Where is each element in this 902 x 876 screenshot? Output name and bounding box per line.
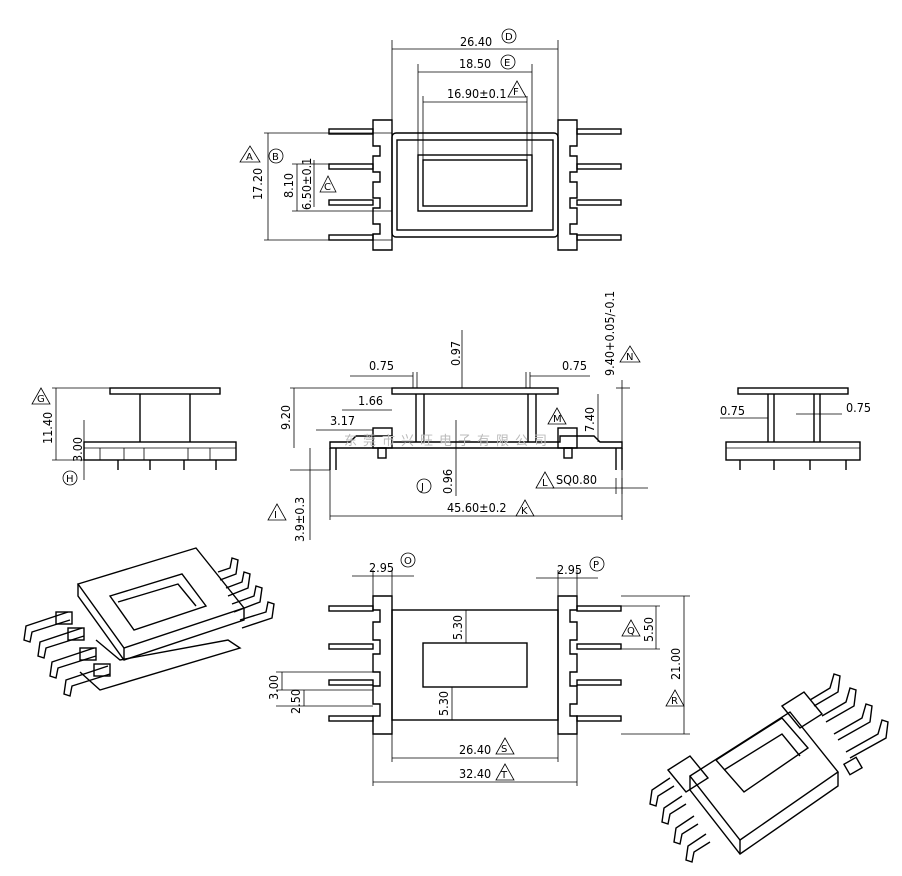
- marker-j-icon: J: [416, 478, 432, 494]
- dim-2-95-right: 2.95: [557, 562, 582, 577]
- dim-45-60: 45.60±0.2: [447, 500, 507, 515]
- marker-c-icon: C: [319, 175, 337, 193]
- front-view: 0.75 0.97 0.75 9.40+0.05/-0.1 9.20 1.66 …: [267, 291, 648, 542]
- dim-3-17: 3.17: [330, 413, 355, 428]
- dim-0-75-side-left: 0.75: [720, 403, 745, 418]
- dim-5-30-bottom: 5.30: [436, 691, 451, 716]
- side-view-right: 0.75 0.75: [720, 387, 871, 470]
- svg-text:M: M: [553, 414, 562, 425]
- dim-2-95-left: 2.95: [369, 560, 394, 575]
- marker-r-icon: R: [665, 689, 685, 707]
- marker-s-icon: S: [495, 737, 515, 755]
- marker-l-icon: L: [535, 471, 555, 489]
- dim-0-97: 0.97: [448, 341, 463, 366]
- svg-text:N: N: [626, 352, 633, 363]
- dim-26-40-bottom: 26.40: [459, 742, 491, 757]
- watermark-text: 东莞市兴旺电子有限公司: [344, 433, 553, 449]
- marker-q-icon: Q: [621, 619, 641, 637]
- dim-9-40: 9.40+0.05/-0.1: [602, 291, 617, 376]
- dim-8-10: 8.10: [281, 173, 296, 198]
- dim-0-75-right: 0.75: [562, 358, 587, 373]
- svg-text:B: B: [272, 152, 279, 163]
- svg-text:J: J: [420, 482, 424, 493]
- marker-t-icon: T: [495, 763, 515, 781]
- svg-text:C: C: [324, 182, 331, 193]
- dim-16-90: 16.90±0.1: [447, 86, 507, 101]
- svg-text:P: P: [593, 560, 599, 571]
- svg-text:A: A: [246, 152, 253, 163]
- svg-text:O: O: [404, 556, 412, 567]
- marker-b-icon: B: [268, 148, 284, 164]
- bottom-view: 2.95 O 2.95 P 5.30 5.30 5.50 Q 2: [266, 552, 690, 786]
- marker-m-icon: M: [547, 407, 567, 425]
- marker-d-icon: D: [501, 28, 517, 44]
- dim-0-96: 0.96: [440, 469, 455, 494]
- dim-17-20: 17.20: [250, 168, 265, 200]
- dim-2-50: 2.50: [288, 689, 303, 714]
- dim-9-20: 9.20: [278, 405, 293, 430]
- marker-o-icon: O: [400, 552, 416, 568]
- dim-11-40: 11.40: [40, 412, 55, 444]
- side-view-left: 11.40 3.00 G H: [31, 387, 237, 486]
- dim-5-30-top: 5.30: [450, 615, 465, 640]
- dim-7-40: 7.40: [582, 407, 597, 432]
- dim-0-75-side-right: 0.75: [846, 400, 871, 415]
- dim-26-40-top: 26.40: [460, 34, 492, 49]
- marker-h-icon: H: [62, 470, 78, 486]
- dim-3-00-side: 3.00: [70, 437, 85, 462]
- dim-21-00: 21.00: [668, 648, 683, 680]
- dim-0-75-left: 0.75: [369, 358, 394, 373]
- svg-text:R: R: [671, 696, 678, 707]
- svg-text:L: L: [542, 478, 548, 489]
- marker-k-icon: K: [515, 499, 535, 517]
- dim-18-50: 18.50: [459, 56, 491, 71]
- svg-text:T: T: [500, 770, 508, 781]
- dim-3-9: 3.9±0.3: [292, 497, 307, 542]
- marker-e-icon: E: [500, 54, 516, 70]
- marker-p-icon: P: [589, 556, 605, 572]
- marker-g-icon: G: [31, 387, 51, 405]
- top-view: 26.40 18.50 16.90±0.1 17.20 8.10 6.50±0.…: [239, 28, 622, 251]
- dim-3-00-bottom: 3.00: [266, 675, 281, 700]
- dim-6-50: 6.50±0.1: [299, 158, 314, 210]
- svg-text:F: F: [513, 87, 519, 98]
- svg-text:E: E: [504, 58, 510, 69]
- svg-text:G: G: [37, 394, 45, 405]
- isometric-view-right: [649, 673, 889, 863]
- isometric-view-left: [23, 547, 275, 697]
- dim-5-50: 5.50: [641, 617, 656, 642]
- svg-text:D: D: [505, 32, 513, 43]
- svg-text:K: K: [521, 506, 528, 517]
- dim-1-66: 1.66: [358, 393, 383, 408]
- svg-text:I: I: [274, 510, 277, 521]
- marker-f-icon: F: [507, 80, 527, 98]
- svg-text:S: S: [501, 744, 507, 755]
- svg-text:Q: Q: [627, 626, 635, 637]
- marker-n-icon: N: [619, 345, 641, 363]
- marker-a-icon: A: [239, 145, 261, 163]
- marker-i-icon: I: [267, 503, 287, 521]
- dim-sq0-80: SQ0.80: [556, 472, 597, 487]
- dim-32-40: 32.40: [459, 766, 491, 781]
- svg-text:H: H: [66, 474, 74, 485]
